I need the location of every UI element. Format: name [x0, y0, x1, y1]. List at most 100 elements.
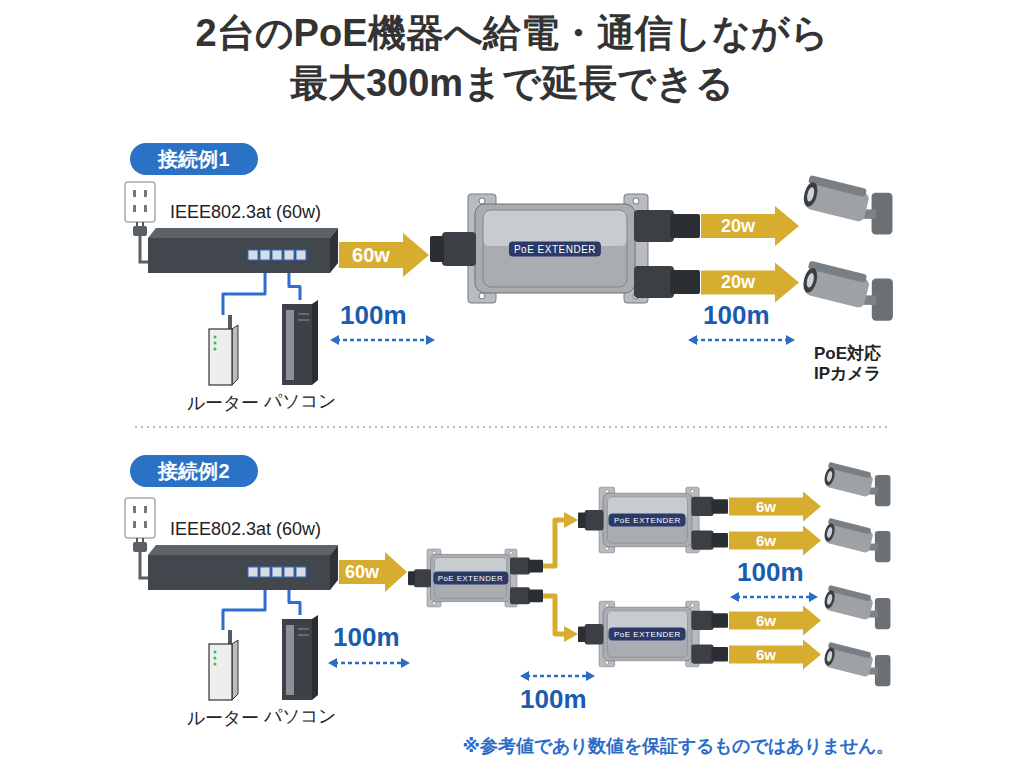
dimension-arrow-part	[786, 335, 795, 345]
section-divider	[135, 426, 890, 428]
power-outlet-part	[125, 182, 155, 222]
power-flow-arrow	[339, 233, 429, 277]
poe-extender-illustration-part	[414, 569, 431, 587]
poe-extender-illustration-part	[510, 558, 530, 575]
power-label: 20w	[721, 217, 755, 235]
router-illustration-part	[232, 325, 238, 385]
poe-extender-illustration-part	[475, 204, 635, 293]
poe-extender-illustration-part	[430, 236, 444, 262]
power-outlet-part	[133, 226, 147, 236]
pc-tower-illustration-part	[286, 625, 294, 695]
poe-extender-illustration-part	[605, 661, 608, 665]
dimension-arrow	[330, 335, 435, 345]
poe-switch-illustration-part	[296, 567, 306, 577]
poe-extender-illustration-part	[607, 611, 687, 657]
poe-switch: IEEE802.3at (60w)	[148, 545, 338, 590]
poe-switch-illustration-part	[148, 238, 330, 273]
power-label: 60w	[352, 245, 390, 265]
ip-camera	[822, 518, 892, 573]
dimension-arrow-part	[736, 596, 812, 599]
poe-switch-illustration-part	[148, 545, 338, 555]
caption-note: ※参考値であり数値を保証するものではありません。	[463, 734, 895, 758]
poe-extender-illustration-part	[483, 210, 627, 287]
poe-extender: PoE EXTENDER	[408, 548, 543, 608]
connector	[729, 639, 821, 669]
ip-camera-illustration-part-part	[826, 527, 833, 539]
connector-line	[289, 590, 300, 615]
poe-extender-illustration-part	[711, 499, 728, 513]
ip-camera-illustration-part	[801, 175, 871, 223]
power-label: 20w	[721, 273, 755, 291]
pc-tower-illustration-part	[312, 300, 318, 385]
ip-camera-illustration-part-part	[826, 594, 833, 606]
poe-switch-illustration-part	[148, 555, 330, 590]
poe-extender-illustration-part	[711, 613, 728, 627]
extender-panel-label: PoE EXTENDER	[433, 572, 508, 585]
poe-switch-illustration-part	[260, 250, 270, 260]
poe-extender-illustration-part	[691, 497, 713, 516]
power-outlet-part	[133, 521, 136, 528]
extender-panel-label: PoE EXTENDER	[609, 514, 686, 527]
ip-camera	[822, 585, 892, 640]
poe-switch-illustration	[148, 228, 338, 273]
ip-camera-illustration-part-part	[823, 522, 837, 542]
power-outlet-part	[125, 498, 155, 538]
poe-extender: PoE EXTENDER	[430, 192, 700, 305]
connector-line	[543, 596, 567, 634]
connector	[339, 233, 429, 277]
router-illustration-part	[214, 342, 217, 345]
power-outlet-part	[140, 236, 148, 262]
dimension-arrow-part	[330, 335, 339, 345]
ip-camera-illustration-part-part	[826, 651, 833, 663]
poe-extender-illustration-part	[510, 551, 513, 554]
poe-extender-illustration-part	[603, 493, 692, 547]
device-label: ルーター	[187, 706, 259, 730]
distance-label: 100m	[703, 300, 770, 330]
poe-extender-illustration-part	[578, 626, 586, 642]
power-flow-arrow	[729, 491, 821, 521]
poe-extender-illustration-part	[605, 547, 608, 551]
distance-label: 100m	[737, 557, 804, 587]
poe-switch: IEEE802.3at (60w)	[148, 228, 338, 273]
power-outlet-part	[133, 542, 147, 552]
connector	[701, 206, 799, 246]
poe-extender-illustration-part	[510, 587, 530, 604]
router-illustration-part	[214, 336, 217, 339]
power-flow-arrow	[729, 525, 821, 555]
ip-camera-illustration-part	[801, 260, 872, 308]
ip-camera-illustration-part-part	[801, 266, 819, 294]
poe-extender-illustration-part	[607, 497, 687, 543]
dimension-arrow-part	[426, 335, 435, 345]
connector	[543, 512, 578, 566]
connector	[289, 590, 300, 615]
power-flow-arrow	[729, 639, 821, 669]
connector-line	[223, 590, 265, 630]
connector	[339, 552, 407, 592]
power-outlet-part	[133, 205, 136, 212]
ip-camera-illustration-part-part	[823, 646, 837, 666]
poe-extender-illustration-part	[711, 647, 728, 661]
power-outlet-part	[144, 521, 147, 528]
poe-extender-illustration-part	[408, 571, 415, 585]
pc-tower: パソコン	[280, 300, 320, 385]
dimension-arrow-part	[809, 592, 818, 602]
device-label: パソコン	[264, 704, 336, 728]
pc-tower-illustration-part	[298, 634, 309, 636]
pc-tower-illustration-part	[298, 319, 309, 321]
ip-camera-illustration-part-part	[805, 272, 815, 288]
poe-extender-illustration-part	[442, 232, 476, 266]
poe-extender-illustration-part	[431, 554, 511, 601]
pc-tower-illustration-part	[282, 304, 312, 385]
power-label: 6w	[756, 533, 776, 548]
power-outlet-part	[144, 190, 147, 197]
poe-extender-illustration-part	[479, 293, 485, 299]
badge-label: 接続例1	[158, 146, 229, 173]
router: ルーター	[205, 315, 241, 387]
distance-label: 100m	[520, 684, 587, 714]
camera-label: PoE対応 IPカメラ	[793, 344, 903, 385]
extender-panel-label: PoE EXTENDER	[509, 241, 601, 256]
device-label: ルーター	[187, 391, 259, 415]
example-badge: 接続例1	[130, 143, 258, 175]
power-label: 60w	[345, 563, 379, 581]
poe-extender-illustration-part	[578, 512, 586, 528]
